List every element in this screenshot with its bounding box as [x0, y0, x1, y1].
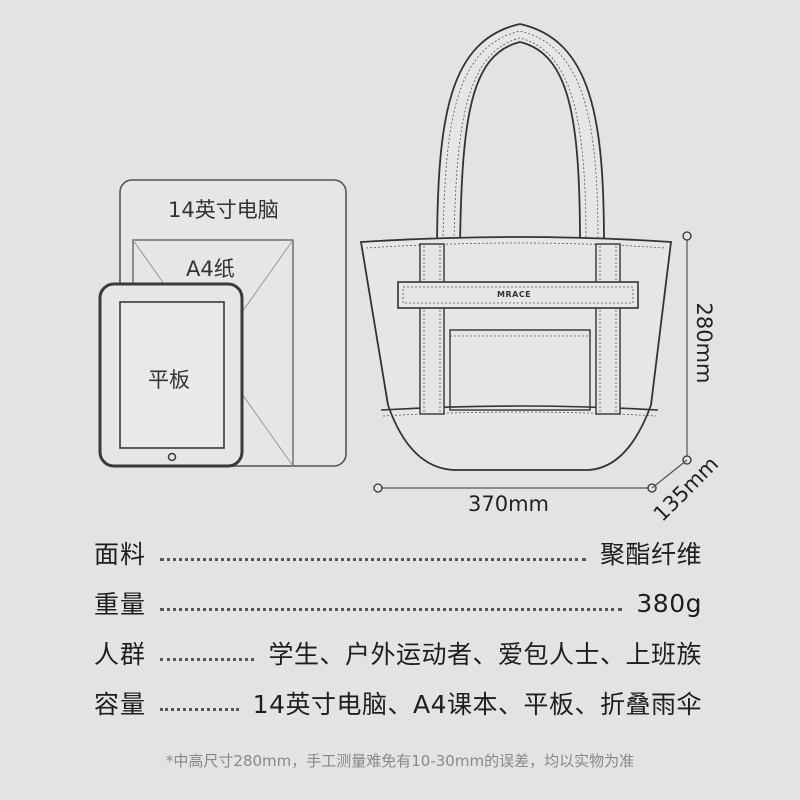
width-dimension-line	[373, 483, 657, 493]
width-label: 370mm	[468, 492, 549, 516]
spec-row-material: 面料 聚酯纤维	[94, 536, 702, 570]
footnote: *中高尺寸280mm，手工测量难免有10-30mm的误差，均以实物为准	[165, 752, 635, 770]
spec-value: 聚酯纤维	[599, 540, 702, 569]
spec-row-audience: 人群 学生、户外运动者、爱包人士、上班族	[94, 636, 702, 670]
tablet-label: 平板	[148, 368, 190, 392]
spec-key: 重量	[94, 590, 147, 619]
spec-key: 面料	[94, 540, 147, 569]
spec-value: 学生、户外运动者、爱包人士、上班族	[268, 640, 702, 669]
spec-row-capacity: 容量 14英寸电脑、A4课本、平板、折叠雨伞	[94, 686, 702, 720]
spec-row-weight: 重量 380g	[94, 586, 702, 620]
laptop-label: 14英寸电脑	[168, 198, 279, 222]
dotted-leader	[160, 557, 586, 561]
spec-value: 380g	[636, 588, 702, 618]
paper-label: A4纸	[186, 257, 235, 281]
brand-logo: MRACE	[497, 290, 532, 299]
dotted-leader	[160, 657, 255, 661]
depth-dimension-line	[651, 459, 688, 489]
dotted-leader	[160, 607, 623, 611]
height-label: 280mm	[692, 302, 716, 384]
tote-bag-drawing	[359, 23, 673, 471]
spec-key: 人群	[94, 640, 147, 669]
spec-value: 14英寸电脑、A4课本、平板、折叠雨伞	[252, 690, 702, 719]
dotted-leader	[160, 707, 239, 711]
spec-key: 容量	[94, 690, 147, 719]
height-dimension-line	[682, 231, 692, 465]
tablet-outline	[98, 282, 244, 468]
